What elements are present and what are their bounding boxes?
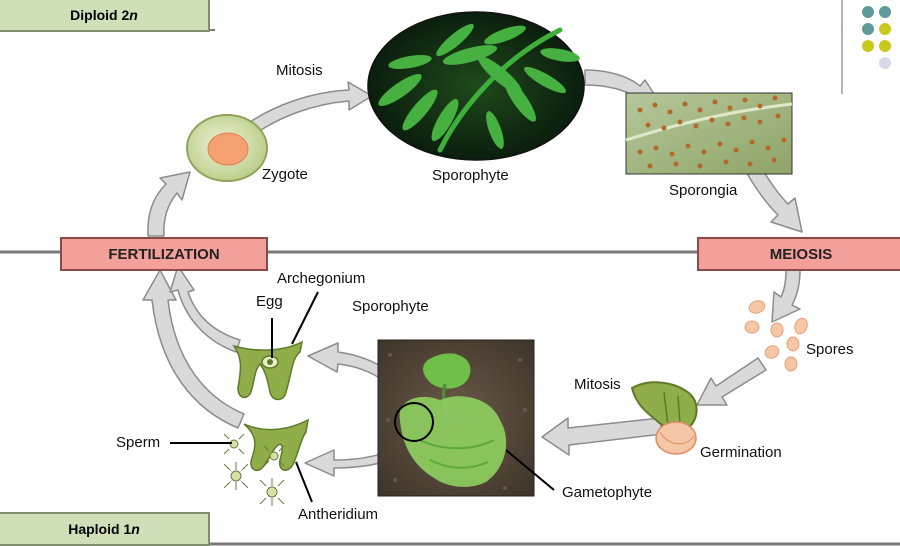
archegonium-illustration bbox=[232, 340, 304, 401]
antheridium-label: Antheridium bbox=[298, 506, 379, 523]
sporophyte-frond-photo bbox=[367, 11, 585, 161]
antheridium-leader-line bbox=[295, 461, 313, 503]
mitosis-bottom-label: Mitosis bbox=[574, 376, 621, 393]
arrow-spores-to-germination bbox=[696, 357, 767, 406]
arrow-germination-to-gametophyte bbox=[541, 417, 663, 456]
sporongia-photo bbox=[625, 92, 793, 175]
gametophyte-photo bbox=[377, 339, 535, 497]
gametophyte-label: Gametophyte bbox=[562, 484, 653, 501]
egg-label: Egg bbox=[256, 293, 283, 310]
spores-label: Spores bbox=[806, 341, 854, 358]
diploid-label-n: n bbox=[129, 7, 138, 23]
arrow-archegonium-to-fertilization bbox=[169, 265, 241, 353]
haploid-label-text: Haploid 1 bbox=[68, 521, 132, 537]
sporophyte-top-label: Sporophyte bbox=[432, 167, 509, 184]
arrow-fertilization-to-zygote bbox=[147, 171, 191, 237]
diploid-label-text: Diploid 2 bbox=[70, 7, 130, 23]
sperm-cells bbox=[223, 433, 285, 506]
archegonium-leader-line bbox=[291, 291, 319, 345]
haploid-label-n: n bbox=[131, 521, 140, 537]
arrow-sporongia-to-meiosis bbox=[743, 159, 803, 233]
antheridium-illustration bbox=[243, 418, 309, 472]
spores-cluster bbox=[744, 300, 808, 372]
gametophyte-leader-line bbox=[505, 449, 555, 491]
arrow-meiosis-to-spores bbox=[771, 269, 801, 323]
fertilization-box: FERTILIZATION bbox=[60, 237, 268, 271]
archegonium-label: Archegonium bbox=[277, 270, 366, 287]
zygote-label: Zygote bbox=[262, 166, 308, 183]
mitosis-top-label: Mitosis bbox=[276, 62, 323, 79]
germination-label: Germination bbox=[700, 444, 782, 461]
decorative-dot-grid bbox=[841, 0, 891, 94]
sporongia-label: Sporongia bbox=[669, 182, 738, 199]
sporophyte-bottom-label: Sporophyte bbox=[352, 298, 429, 315]
zygote-illustration bbox=[186, 114, 268, 182]
germinating-spore bbox=[630, 381, 698, 455]
arrow-zygote-to-sporophyte bbox=[243, 81, 373, 137]
sperm-label: Sperm bbox=[116, 434, 161, 451]
meiosis-box: MEIOSIS bbox=[697, 237, 900, 271]
